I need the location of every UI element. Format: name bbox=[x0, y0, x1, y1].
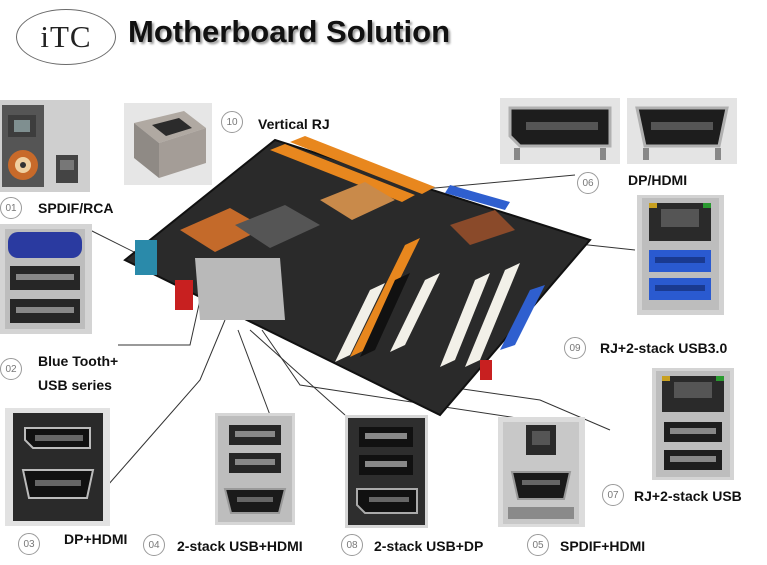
bluetooth-usb-photo bbox=[0, 224, 92, 334]
leader-line-08 bbox=[249, 329, 346, 416]
label-usb-hdmi: 2-stack USB+HDMI bbox=[177, 538, 303, 554]
badge-03: 03 bbox=[18, 533, 40, 555]
badge-10: 10 bbox=[221, 111, 243, 133]
usb-dp-photo bbox=[345, 415, 428, 528]
rj-usb30-photo bbox=[637, 195, 724, 315]
dp-photo bbox=[500, 98, 620, 164]
label-dp-hdmi: DP+HDMI bbox=[64, 531, 128, 547]
badge-02: 02 bbox=[0, 358, 22, 380]
badge-06: 06 bbox=[577, 172, 599, 194]
logo-text: iTC bbox=[40, 19, 92, 54]
badge-09: 09 bbox=[564, 337, 586, 359]
leader-line-03 bbox=[107, 319, 226, 486]
spdif-hdmi-photo bbox=[498, 417, 585, 527]
spdif-rca-photo bbox=[0, 100, 90, 192]
badge-08: 08 bbox=[341, 534, 363, 556]
badge-05: 05 bbox=[527, 534, 549, 556]
hdmi-photo bbox=[627, 98, 737, 164]
vertical-rj-photo bbox=[124, 103, 212, 185]
label-vertical-rj: Vertical RJ bbox=[258, 116, 330, 132]
badge-04: 04 bbox=[143, 534, 165, 556]
leader-line-04 bbox=[237, 329, 271, 416]
label-rj-usb30: RJ+2-stack USB3.0 bbox=[600, 340, 728, 356]
label-rj-usb: RJ+2-stack USB bbox=[634, 488, 742, 504]
label-spdif-rca: SPDIF/RCA bbox=[38, 200, 114, 216]
label-dp-hdmi-slash: DP/HDMI bbox=[628, 172, 688, 188]
rj-usb-photo bbox=[652, 368, 734, 480]
label-spdif-hdmi: SPDIF+HDMI bbox=[560, 538, 646, 554]
label-bluetooth-line2: USB series bbox=[38, 377, 112, 393]
leader-line-01 bbox=[89, 229, 141, 256]
badge-01: 01 bbox=[0, 197, 22, 219]
page-title: Motherboard Solution bbox=[128, 14, 451, 49]
motherboard-image bbox=[123, 136, 592, 417]
leader-line-05 bbox=[261, 329, 531, 421]
itc-logo: iTC bbox=[16, 9, 116, 65]
label-bluetooth-line1: Blue Tooth+ bbox=[38, 353, 119, 369]
usb-hdmi-photo bbox=[215, 413, 295, 525]
label-usb-dp: 2-stack USB+DP bbox=[374, 538, 484, 554]
badge-07: 07 bbox=[602, 484, 624, 506]
leader-line-02 bbox=[118, 299, 201, 346]
dp-hdmi-photo bbox=[5, 408, 110, 526]
